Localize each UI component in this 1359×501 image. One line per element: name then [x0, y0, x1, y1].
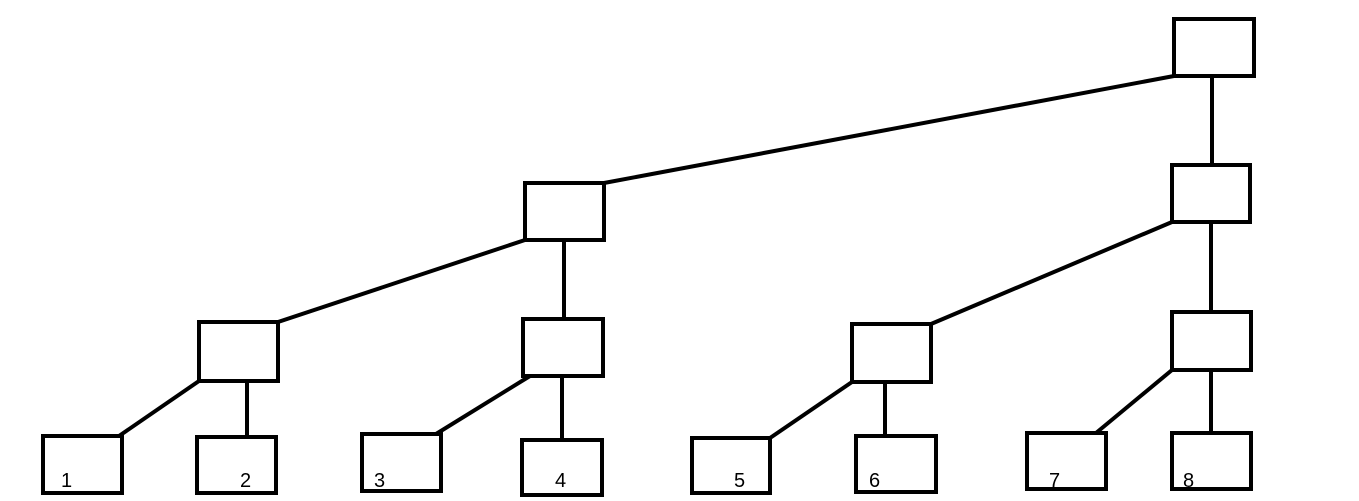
leaf-node-8 [1170, 431, 1253, 491]
edge-root-left [602, 74, 1176, 185]
edge-l2a-left [117, 379, 201, 438]
internal-node-l2-4 [1170, 310, 1253, 372]
internal-node-l2-2 [521, 317, 605, 378]
leaf-node-7 [1025, 431, 1108, 491]
edge-l2d-left [1094, 368, 1174, 435]
edge-l2b-left [434, 374, 532, 436]
edge-l1b-left [929, 220, 1174, 326]
leaf-label-6: 6 [869, 470, 880, 492]
leaf-label-1: 1 [61, 470, 72, 492]
tree-nodes [41, 17, 1256, 497]
tree-edges [117, 74, 1214, 442]
internal-node-right [1170, 163, 1252, 224]
leaf-label-8: 8 [1183, 470, 1194, 492]
leaf-label-4: 4 [555, 470, 566, 492]
edge-l1a-left [276, 238, 527, 324]
edge-l2c-left [768, 380, 854, 440]
internal-node-l2-3 [850, 322, 933, 384]
leaf-node-5 [690, 436, 772, 495]
leaf-node-1 [41, 434, 124, 495]
leaf-label-7: 7 [1049, 470, 1060, 492]
leaf-label-3: 3 [374, 470, 385, 492]
leaf-label-2: 2 [240, 470, 251, 492]
leaf-node-6 [854, 434, 938, 494]
internal-node-left [523, 181, 606, 242]
leaf-node-2 [195, 435, 278, 495]
leaf-label-5: 5 [734, 470, 745, 492]
leaf-labels: 1 2 3 4 5 6 7 8 [61, 470, 1194, 492]
leaf-node-3 [360, 432, 443, 493]
internal-node-l2-1 [197, 320, 280, 383]
root-node [1172, 17, 1256, 78]
leaf-node-4 [520, 438, 604, 497]
